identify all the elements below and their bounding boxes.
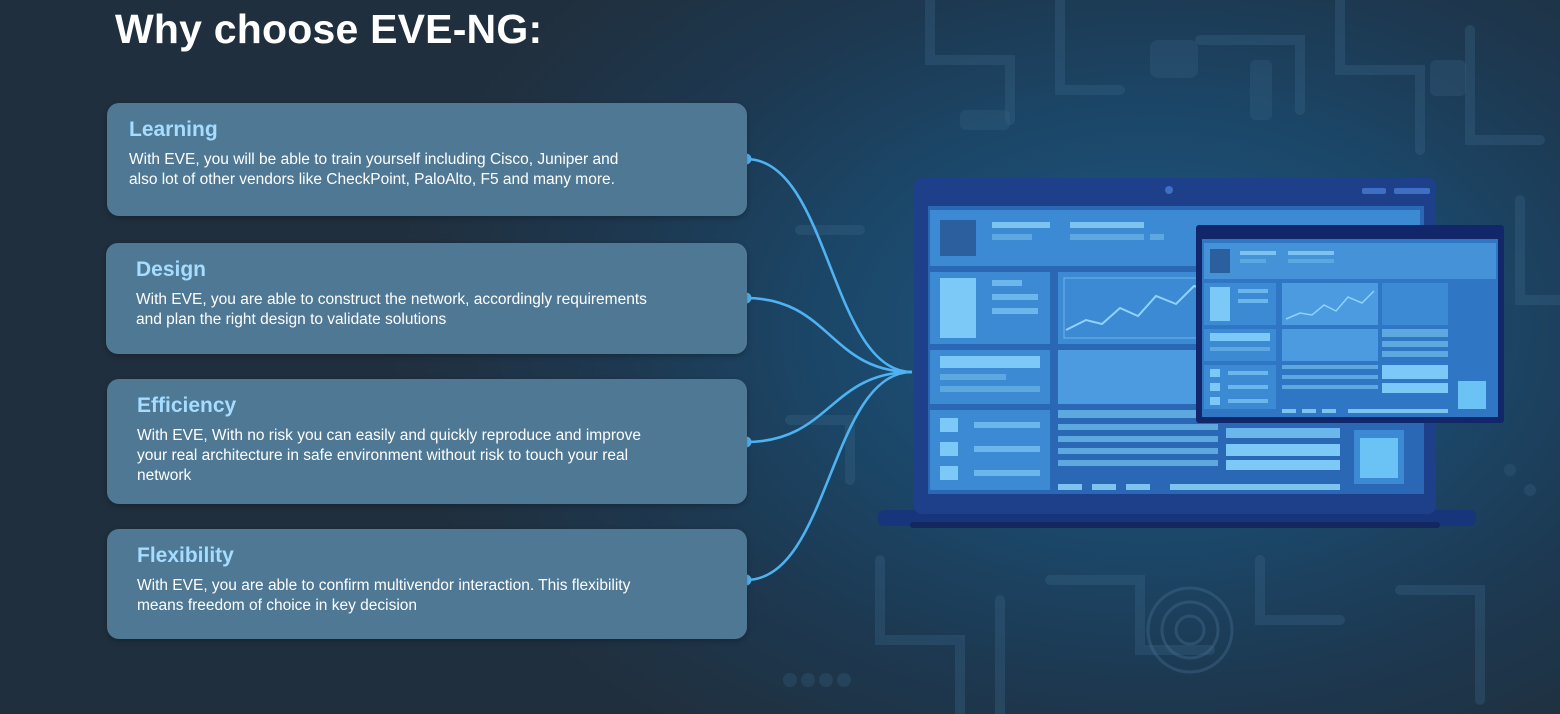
card-text-line: network	[137, 467, 192, 484]
card-learning: Learning With EVE, you will be able to t…	[107, 103, 747, 216]
card-text-line: also lot of other vendors like CheckPoin…	[129, 171, 615, 188]
card-text-line: means freedom of choice in key decision	[137, 597, 418, 614]
card-text-line: With EVE, you are able to confirm multiv…	[137, 577, 631, 594]
dashboard-window-illustration	[1196, 225, 1504, 423]
card-text-line: With EVE, you will be able to train your…	[129, 151, 619, 168]
card-title: Flexibility	[137, 544, 234, 567]
card-title: Design	[136, 258, 207, 281]
card-text-line: your real architecture in safe environme…	[137, 447, 629, 464]
card-title: Efficiency	[137, 394, 237, 417]
card-flexibility: Flexibility With EVE, you are able to co…	[107, 529, 747, 639]
card-text-line: With EVE, you are able to construct the …	[136, 291, 647, 308]
card-design: Design With EVE, you are able to constru…	[106, 243, 747, 354]
card-title: Learning	[129, 118, 218, 141]
page-title: Why choose EVE-NG:	[115, 6, 543, 52]
card-text-line: and plan the right design to validate so…	[136, 311, 447, 328]
card-efficiency: Efficiency With EVE, With no risk you ca…	[107, 379, 747, 504]
card-text-line: With EVE, With no risk you can easily an…	[137, 427, 641, 444]
